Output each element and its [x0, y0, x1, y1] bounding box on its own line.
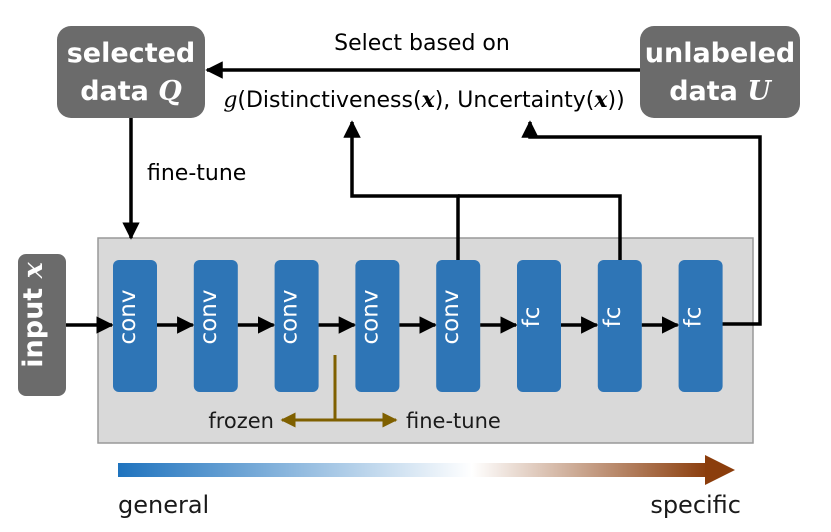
unlabeled-data-line2: data U: [669, 76, 772, 107]
layer-3-conv: [274, 260, 319, 392]
layer-7-fc: [597, 260, 642, 392]
layers-group: conv conv conv conv conv fc fc fc: [113, 260, 723, 392]
layer-1-label: conv: [115, 290, 141, 345]
layer-3-label: conv: [277, 290, 303, 345]
layer-8-fc: [678, 260, 723, 392]
finetune-label: fine-tune: [147, 161, 246, 186]
selected-data-box: selected data Q: [57, 26, 205, 118]
layer-2-label: conv: [196, 290, 222, 345]
layer-6-fc: [517, 260, 561, 392]
general-specific-gradient-bar: [118, 463, 708, 477]
selected-data-line2: data Q: [80, 76, 182, 107]
layer-5-label: conv: [438, 290, 464, 345]
layer-1-conv: [113, 260, 157, 392]
select-caption: Select based on: [334, 31, 510, 56]
selection-criterion: g(Distinctiveness(x), Uncertainty(x)): [223, 87, 624, 113]
input-label: input x: [18, 261, 49, 367]
uncertainty-feedback-line-2: [521, 120, 762, 326]
layer-7-label: fc: [600, 307, 626, 328]
frozen-label: frozen: [208, 409, 274, 433]
selected-data-line1: selected: [67, 38, 196, 69]
unlabeled-data-line1: unlabeled: [645, 38, 795, 69]
specific-label: specific: [650, 491, 741, 519]
general-label: general: [118, 491, 209, 519]
layer-6-label: fc: [519, 307, 545, 328]
layer-5-conv: [436, 260, 481, 392]
layer-4-conv: [355, 260, 400, 392]
gradient-arrowhead: [705, 455, 735, 485]
uncertainty-feedback-line-1: [458, 194, 622, 262]
distinctiveness-feedback-line: [343, 120, 460, 262]
unlabeled-data-box: unlabeled data U: [640, 26, 800, 118]
finetune-split-label: fine-tune: [406, 409, 501, 433]
layer-4-label: conv: [357, 290, 383, 345]
input-box: input x: [18, 254, 66, 396]
layer-8-label: fc: [681, 307, 707, 328]
layer-2-conv: [193, 260, 238, 392]
